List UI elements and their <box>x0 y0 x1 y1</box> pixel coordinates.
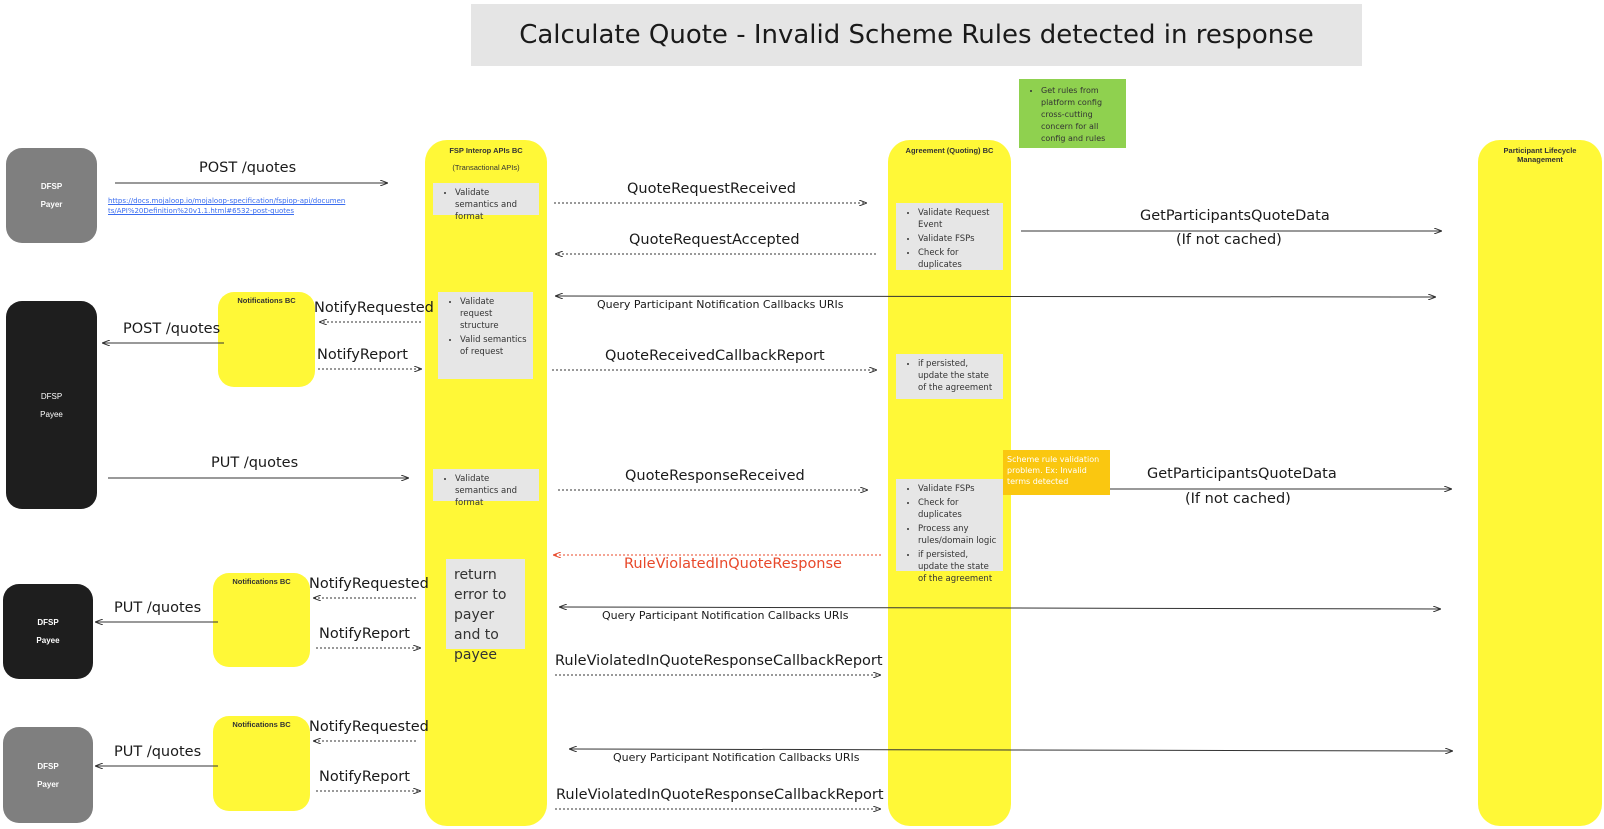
notifications-label: Notifications BC <box>232 577 291 586</box>
note-item: Validate FSPs <box>918 483 997 495</box>
actor-dfsp-payer-bottom: DFSP Payer <box>3 727 93 823</box>
note-item: if persisted, update the state of the ag… <box>918 358 997 394</box>
label-quote-received-callback: QuoteReceivedCallbackReport <box>605 348 825 364</box>
note-item: Validate semantics and format <box>455 473 533 509</box>
note-agr-validate-1: Validate Request Event Validate FSPs Che… <box>896 203 1003 270</box>
label-notify-requested-2: NotifyRequested <box>309 576 429 592</box>
label-query-callbacks-2: Query Participant Notification Callbacks… <box>602 609 849 622</box>
actor-dfsp-payer-top: DFSP Payer <box>6 148 97 243</box>
notifications-label: Notifications BC <box>237 296 296 305</box>
note-item: Validate semantics and format <box>455 187 533 223</box>
arrow-query-callbacks-3 <box>570 749 1452 751</box>
label-quote-response-received: QuoteResponseReceived <box>625 468 805 484</box>
label-put-quotes-1: PUT /quotes <box>211 455 299 471</box>
note-item: if persisted, update the state of the ag… <box>918 549 997 585</box>
label-quote-request-accepted: QuoteRequestAccepted <box>629 232 800 248</box>
label-post-quotes-1: POST /quotes <box>199 160 297 176</box>
note-item: Process any rules/domain logic <box>918 523 997 547</box>
note-item: Get rules from platform config cross-cut… <box>1041 85 1120 145</box>
note-fsp-validate-3: Validate semantics and format <box>433 469 539 508</box>
orange-warning-note: Scheme rule validation problem. Ex: Inva… <box>1003 450 1110 495</box>
notifications-label: Notifications BC <box>232 720 291 729</box>
label-post-quotes-2: POST /quotes <box>123 321 221 337</box>
label-get-participants-2: GetParticipantsQuoteData <box>1147 466 1337 482</box>
note-item: Valid semantics of request <box>460 334 527 358</box>
lane-subtitle: (Transactional APIs) <box>452 163 520 172</box>
note-item: Validate Request Event <box>918 207 997 231</box>
notifications-bc-2: Notifications BC <box>213 573 310 667</box>
note-item: Check for duplicates <box>918 497 997 521</box>
note-fsp-validate-2: Validate request structure Valid semanti… <box>438 292 533 379</box>
label-if-not-cached-2: (If not cached) <box>1185 491 1291 507</box>
note-item: Check for duplicates <box>918 247 997 271</box>
label-get-participants-1: GetParticipantsQuoteData <box>1140 208 1330 224</box>
label-notify-report-3: NotifyReport <box>319 769 410 785</box>
label-quote-request-received: QuoteRequestReceived <box>627 181 796 197</box>
actor-label: DFSP <box>37 761 59 771</box>
note-fsp-return-error: return error to payer and to payee <box>446 559 525 663</box>
label-query-callbacks-1: Query Participant Notification Callbacks… <box>597 298 844 311</box>
spec-link[interactable]: https://docs.mojaloop.io/mojaloop-specif… <box>108 197 346 215</box>
diagram-title: Calculate Quote - Invalid Scheme Rules d… <box>471 4 1362 66</box>
label-rule-violated-callback-2: RuleViolatedInQuoteResponseCallbackRepor… <box>556 787 884 803</box>
lane-title: Participant Lifecycle Management <box>1503 146 1577 164</box>
notifications-bc-3: Notifications BC <box>213 716 310 811</box>
actor-dfsp-payee-mid: DFSP Payee <box>6 301 97 509</box>
label-put-quotes-2: PUT /quotes <box>114 600 202 616</box>
label-rule-violated-callback-1: RuleViolatedInQuoteResponseCallbackRepor… <box>555 653 883 669</box>
note-agr-persist: if persisted, update the state of the ag… <box>896 354 1003 399</box>
actor-dfsp-payee-low: DFSP Payee <box>3 584 93 679</box>
label-rule-violated: RuleViolatedInQuoteResponse <box>624 556 842 572</box>
label-put-quotes-3: PUT /quotes <box>114 744 202 760</box>
lane-title: Agreement (Quoting) BC <box>905 146 994 155</box>
label-notify-report-2: NotifyReport <box>319 626 410 642</box>
actor-label: DFSP <box>40 182 63 191</box>
notifications-bc-1: Notifications BC <box>218 292 315 387</box>
actor-role: Payee <box>40 409 63 419</box>
actor-role: Payer <box>37 779 59 789</box>
actor-label: DFSP <box>37 618 59 627</box>
label-notify-report-1: NotifyReport <box>317 347 408 363</box>
actor-role: Payee <box>36 636 60 645</box>
note-item: Validate request structure <box>460 296 527 332</box>
note-item: Validate FSPs <box>918 233 997 245</box>
note-fsp-validate-1: Validate semantics and format <box>433 183 539 222</box>
arrow-query-callbacks-1 <box>556 296 1435 297</box>
actor-role: Payer <box>40 200 63 209</box>
label-notify-requested-1: NotifyRequested <box>314 300 434 316</box>
lane-title: FSP Interop APIs BC <box>449 146 523 155</box>
note-agr-validate-3: Validate FSPs Check for duplicates Proce… <box>896 479 1003 584</box>
label-query-callbacks-3: Query Participant Notification Callbacks… <box>613 751 860 764</box>
lane-participant-lifecycle: Participant Lifecycle Management <box>1478 140 1602 826</box>
arrow-query-callbacks-2 <box>560 607 1440 609</box>
green-sticky-note: Get rules from platform config cross-cut… <box>1019 79 1126 148</box>
label-if-not-cached-1: (If not cached) <box>1176 232 1282 248</box>
label-notify-requested-3: NotifyRequested <box>309 719 429 735</box>
actor-label: DFSP <box>40 391 63 401</box>
